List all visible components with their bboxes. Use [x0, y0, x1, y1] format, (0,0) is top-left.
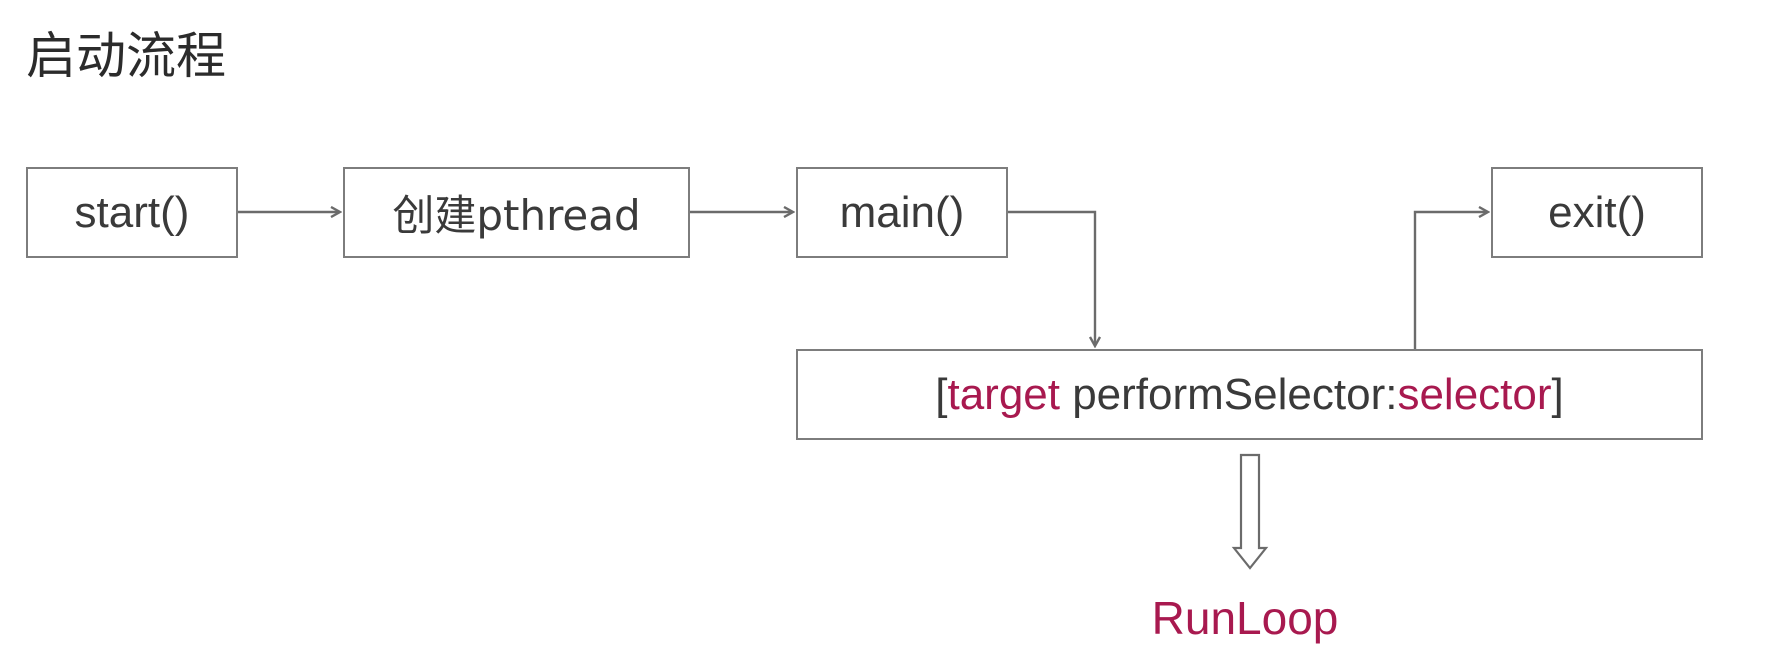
node-perform-selector: [target performSelector:selector] — [796, 349, 1703, 440]
node-main-label: main() — [839, 187, 965, 237]
perform-selector-arg: selector — [1397, 369, 1552, 419]
arrow-main-to-perform — [1008, 210, 1095, 346]
node-start: start() — [26, 167, 238, 258]
hollow-arrow-down — [1231, 453, 1269, 570]
node-start-label: start() — [74, 187, 190, 237]
page-title: 启动流程 — [26, 27, 226, 85]
node-exit: exit() — [1491, 167, 1703, 258]
perform-open-bracket: [ — [935, 369, 948, 419]
node-create-pthread: 创建pthread — [343, 167, 690, 258]
node-create-pthread-label: 创建pthread — [392, 191, 641, 240]
arrow-perform-to-exit — [1413, 212, 1488, 349]
node-main: main() — [796, 167, 1008, 258]
perform-method: performSelector: — [1059, 369, 1398, 419]
perform-close-bracket: ] — [1551, 369, 1564, 419]
perform-target: target — [947, 369, 1060, 419]
node-exit-label: exit() — [1548, 187, 1646, 237]
runloop-label: RunLoop — [1151, 592, 1339, 644]
